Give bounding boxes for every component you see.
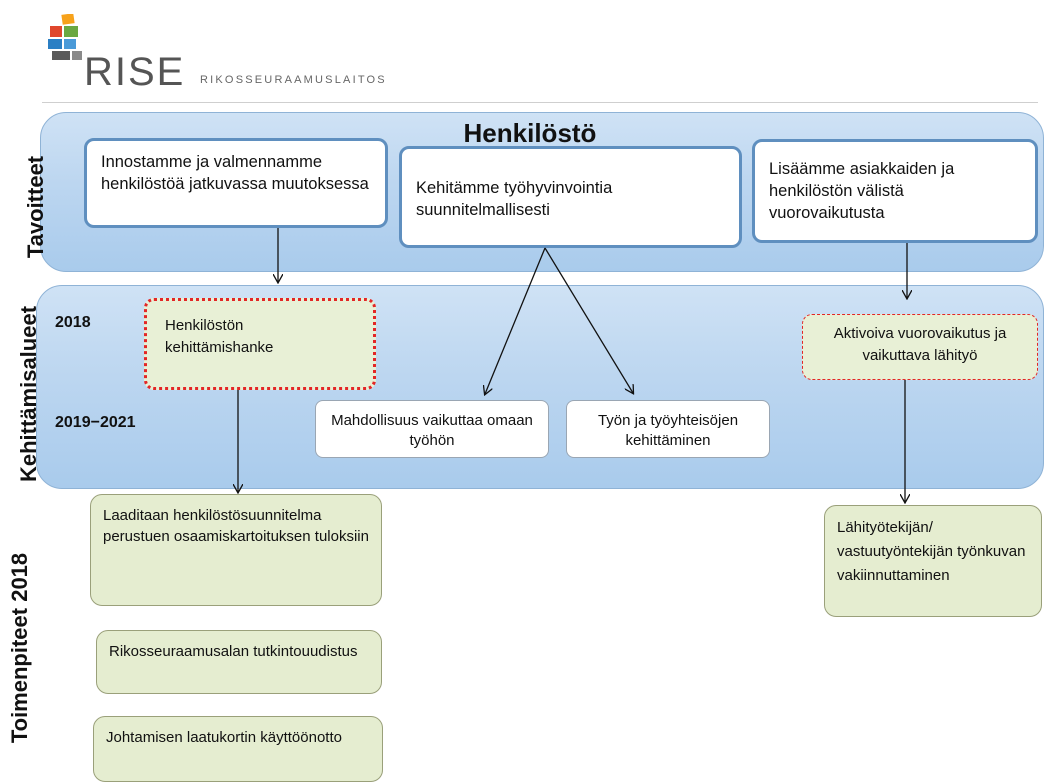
rise-logo-mark bbox=[48, 13, 82, 60]
rise-logo bbox=[42, 13, 90, 62]
dev-box-tyon: Työn ja työyhteisöjen kehittäminen bbox=[566, 400, 770, 458]
year-2019-2021: 2019−2021 bbox=[55, 414, 136, 431]
logo-wordmark: RISE bbox=[84, 50, 186, 94]
dev-box-henkiloston: Henkilöstön kehittämishanke bbox=[144, 298, 376, 390]
arrow-goal2-to-mahdollisuus bbox=[485, 247, 546, 394]
action-box-lahityo: Lähityötekijän/ vastuutyöntekijän työnku… bbox=[824, 505, 1042, 617]
dev-box-mahdollisuus: Mahdollisuus vaikuttaa omaan työhön bbox=[315, 400, 549, 458]
goal-box-innostamme: Innostamme ja valmennamme henkilöstöä ja… bbox=[84, 138, 388, 228]
action-box-laaditaan: Laaditaan henkilöstösuunnitelma perustue… bbox=[90, 494, 382, 606]
arrow-goal2-to-tyon bbox=[544, 247, 633, 393]
year-2018: 2018 bbox=[55, 314, 91, 331]
logo-subtitle: RIKOSSEURAAMUSLAITOS bbox=[200, 74, 387, 86]
action-box-rikos: Rikosseuraamusalan tutkintouudistus bbox=[96, 630, 382, 694]
header-divider bbox=[42, 102, 1038, 103]
goal-box-kehitamme: Kehitämme työhyvinvointia suunnitelmalli… bbox=[399, 146, 742, 248]
dev-box-aktivoiva: Aktivoiva vuorovaikutus ja vaikuttava lä… bbox=[802, 314, 1038, 380]
page-title: Henkilöstö bbox=[463, 118, 597, 148]
action-box-johtamisen: Johtamisen laatukortin käyttöönotto bbox=[93, 716, 383, 782]
goal-box-lisaamme: Lisäämme asiakkaiden ja henkilöstön väli… bbox=[752, 139, 1038, 243]
